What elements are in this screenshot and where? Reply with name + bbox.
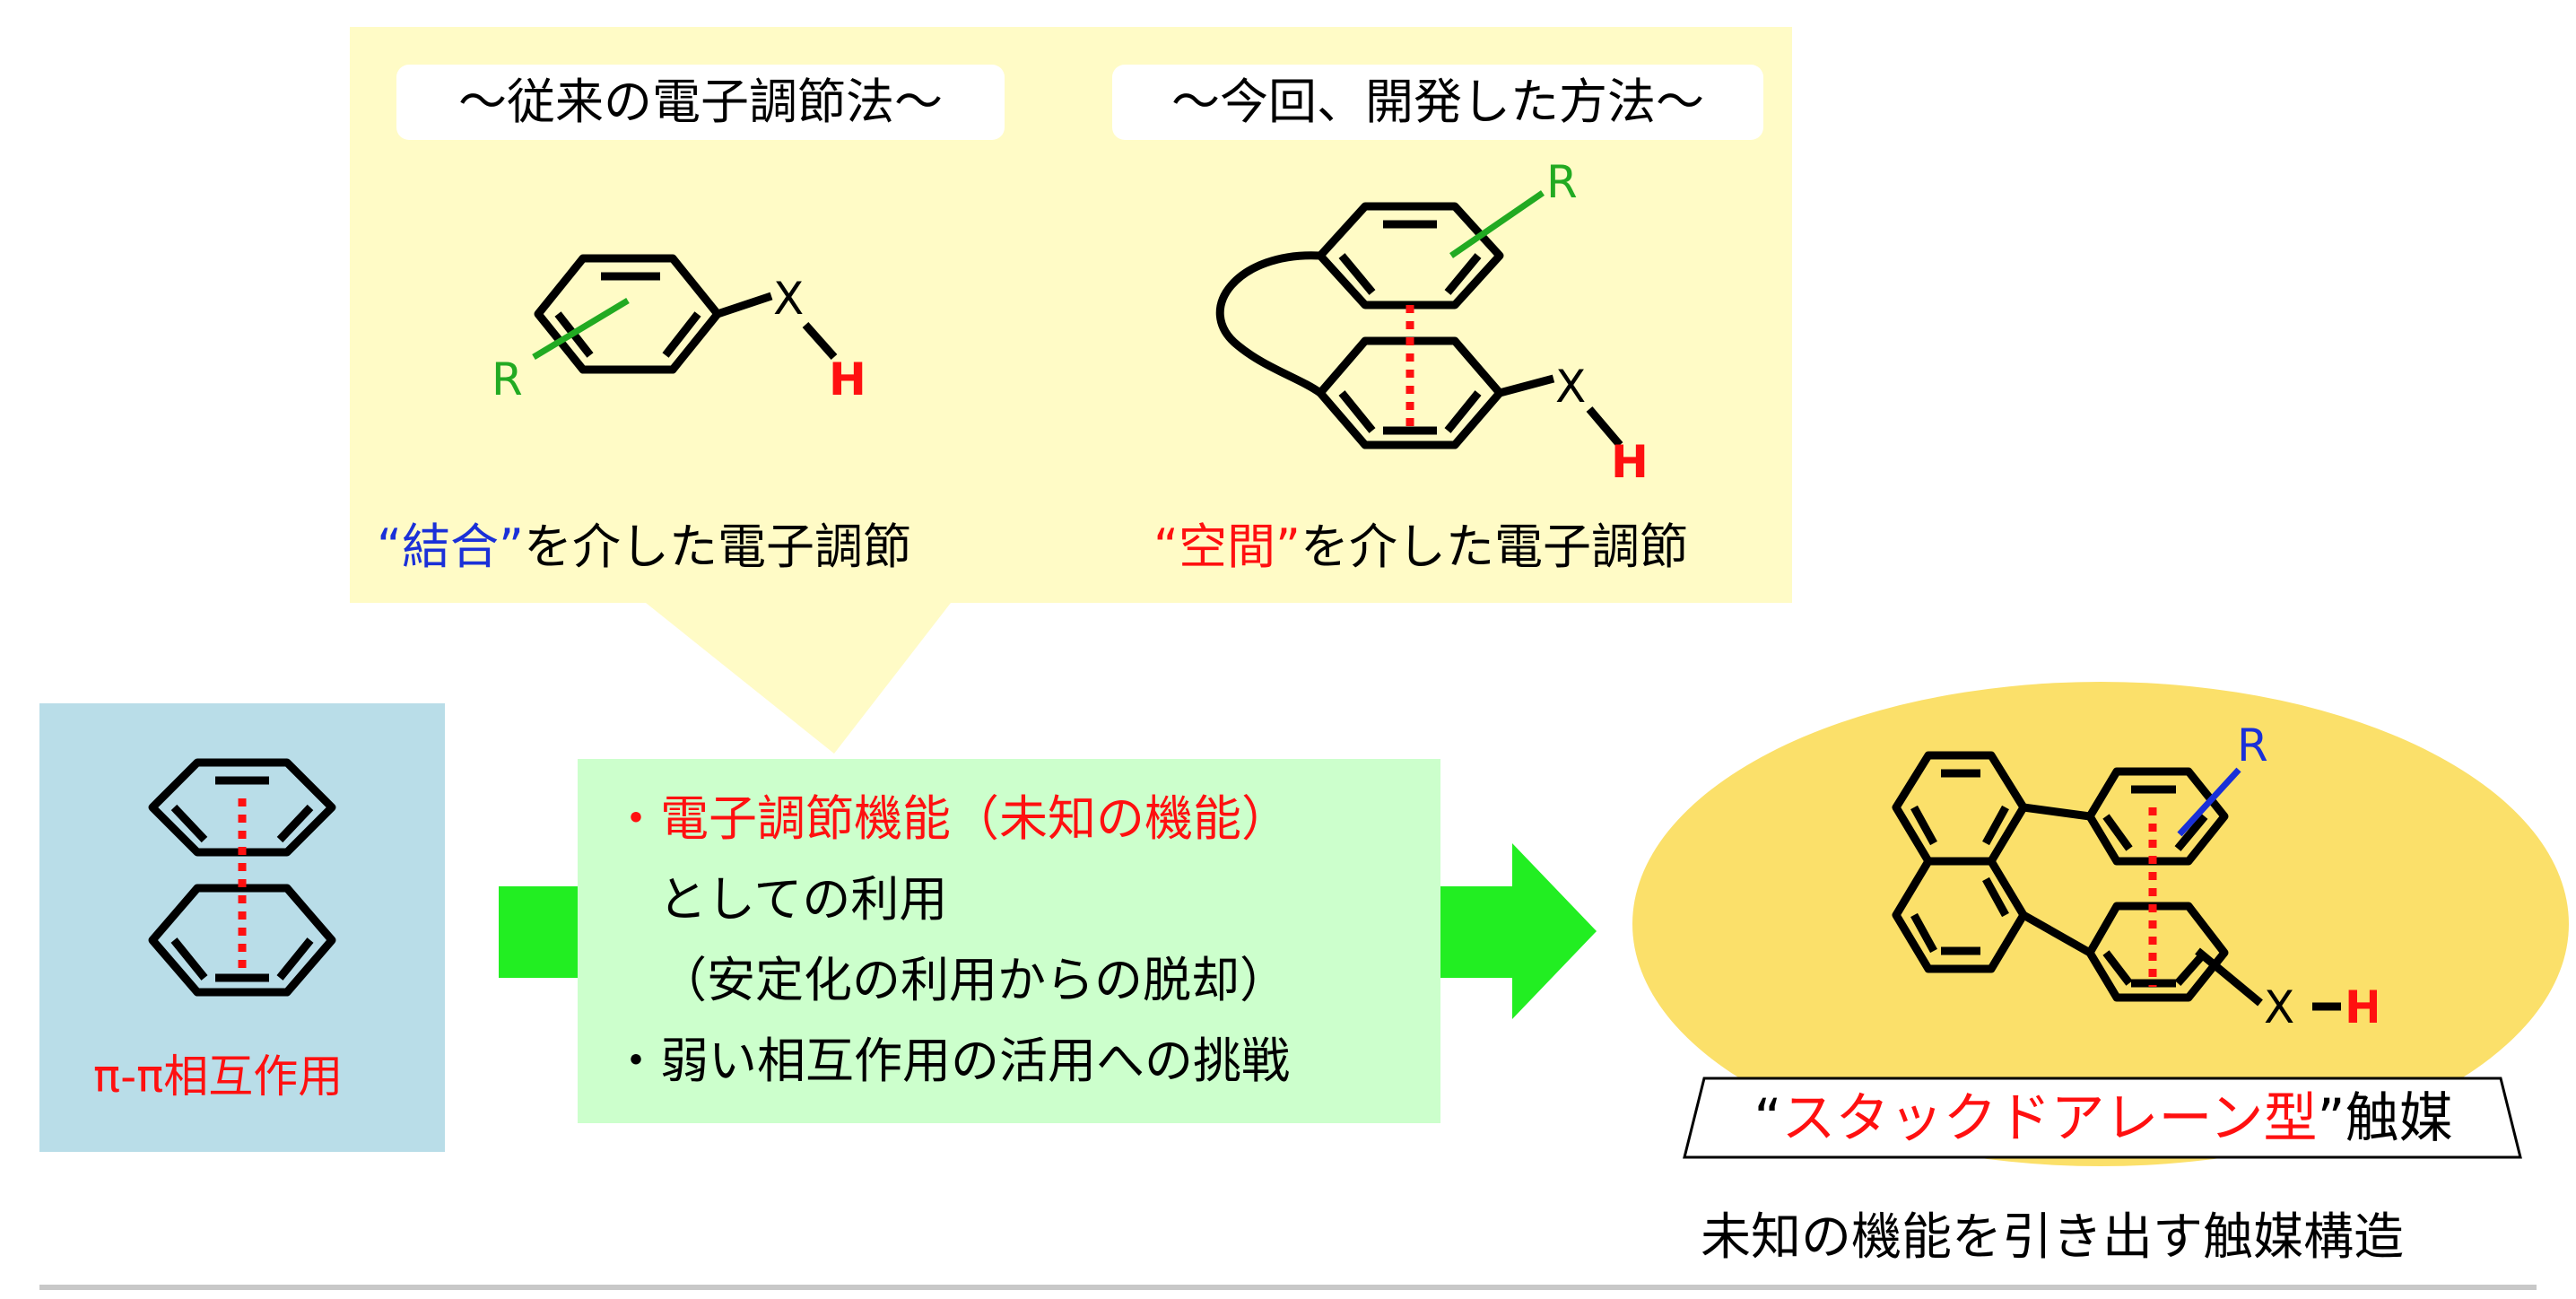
new-method-title: 〜今回、開発した方法〜 <box>1112 65 1763 140</box>
catalyst-type-name: スタックドアレーン型 <box>1781 1087 2318 1150</box>
catalyst-quote-open: “ <box>1754 1087 1782 1150</box>
catalyst-name: “スタックドアレーン型”触媒 <box>1695 1078 2511 1159</box>
concept-item-1-line1: 電子調節機能（未知の機能） <box>660 790 1290 847</box>
stacked-arene-catalyst-molecule: R X H <box>1892 719 2377 1033</box>
concept-list: ・電子調節機能（未知の機能） としての利用 （安定化の利用からの脱却） ・弱い相… <box>612 779 1290 1102</box>
through-space-molecule: R X H <box>1215 156 1649 488</box>
r-group-label: R <box>2237 719 2268 772</box>
h-atom-label: H <box>829 353 866 405</box>
h-atom-label: H <box>2345 981 2377 1033</box>
stacked-benzene-diagram <box>148 758 336 997</box>
through-space-keyword: “空間” <box>1153 519 1301 575</box>
x-atom-label: X <box>2264 981 2294 1033</box>
conventional-method-title: 〜従来の電子調節法〜 <box>396 65 1005 140</box>
x-atom-label: X <box>773 273 804 325</box>
bullet: ・ <box>612 790 660 847</box>
through-bond-keyword: “結合” <box>377 519 524 575</box>
through-space-caption: “空間”を介した電子調節 <box>1153 507 1688 578</box>
conventional-molecule: R X H <box>492 254 866 405</box>
r-group-label: R <box>1546 156 1578 208</box>
concept-item-1-line2: としての利用 <box>658 871 948 928</box>
bottom-divider <box>39 1285 2537 1290</box>
catalyst-quote-close: ”触媒 <box>2317 1087 2453 1150</box>
through-bond-caption-rest: を介した電子調節 <box>523 519 911 575</box>
concept-item-2: ・弱い相互作用の活用への挑戦 <box>612 1033 1290 1089</box>
concept-box <box>578 759 1440 1123</box>
catalyst-subtitle: 未知の機能を引き出す触媒構造 <box>1701 1208 2404 1267</box>
through-space-caption-rest: を介した電子調節 <box>1300 519 1688 575</box>
through-bond-caption: “結合”を介した電子調節 <box>377 507 911 578</box>
r-group-label: R <box>492 353 523 405</box>
x-atom-label: X <box>1555 361 1586 413</box>
concept-item-1-line3: （安定化の利用からの脱却） <box>658 952 1288 1008</box>
concept-item-1: ・電子調節機能（未知の機能） <box>612 779 1290 859</box>
pi-pi-label: π-π相互作用 <box>93 1051 344 1103</box>
h-atom-label: H <box>1611 436 1649 488</box>
